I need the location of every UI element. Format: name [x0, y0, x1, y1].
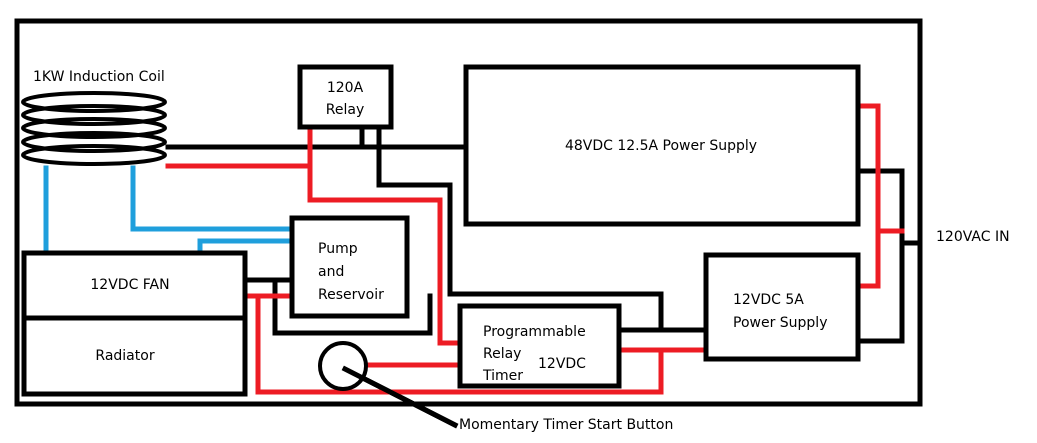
- timer-voltage-label: 12VDC: [538, 356, 586, 372]
- pump-label-3: Reservoir: [318, 287, 384, 303]
- timer-label-2: Relay: [483, 346, 521, 362]
- timer-label-1: Programmable: [483, 324, 586, 340]
- timer-label-3: Timer: [482, 368, 523, 384]
- red-wires: [165, 103, 905, 395]
- blue-coolant-lines: [43, 165, 295, 254]
- relay-label-1: 120A: [327, 80, 364, 96]
- coolant-pump-radiator: [197, 238, 295, 254]
- psu48-label: 48VDC 12.5A Power Supply: [565, 138, 757, 154]
- fan-box: [21, 250, 248, 321]
- radiator-label: Radiator: [95, 348, 154, 364]
- psu12-label-2: Power Supply: [733, 315, 828, 331]
- pump-label-1: Pump: [318, 241, 358, 257]
- momentary-button: [318, 341, 368, 391]
- button-label: Momentary Timer Start Button: [459, 417, 673, 433]
- psu48-box: [463, 64, 861, 227]
- relay-label-2: Relay: [326, 102, 364, 118]
- coil-label: 1KW Induction Coil: [33, 69, 165, 85]
- radiator-box: [21, 315, 248, 397]
- induction-coil: [21, 91, 167, 166]
- coolant-coil-pump: [130, 165, 295, 232]
- psu12-box: [703, 252, 861, 362]
- psu12-label-1: 12VDC 5A: [733, 292, 804, 308]
- wire-fan-psu12-red: [255, 293, 664, 395]
- wire-fan-timer-black: [272, 277, 433, 336]
- ac-in-label: 120VAC IN: [936, 229, 1010, 245]
- button-lever-front: [341, 365, 459, 429]
- wire-relay-left-red: [307, 124, 463, 346]
- wire-psu48-ac-red: [855, 103, 881, 289]
- fan-label: 12VDC FAN: [90, 277, 169, 293]
- relay-box: [297, 64, 394, 130]
- pump-label-2: and: [318, 264, 344, 280]
- timer-box: [457, 303, 622, 389]
- pump-reservoir-box: [289, 215, 410, 319]
